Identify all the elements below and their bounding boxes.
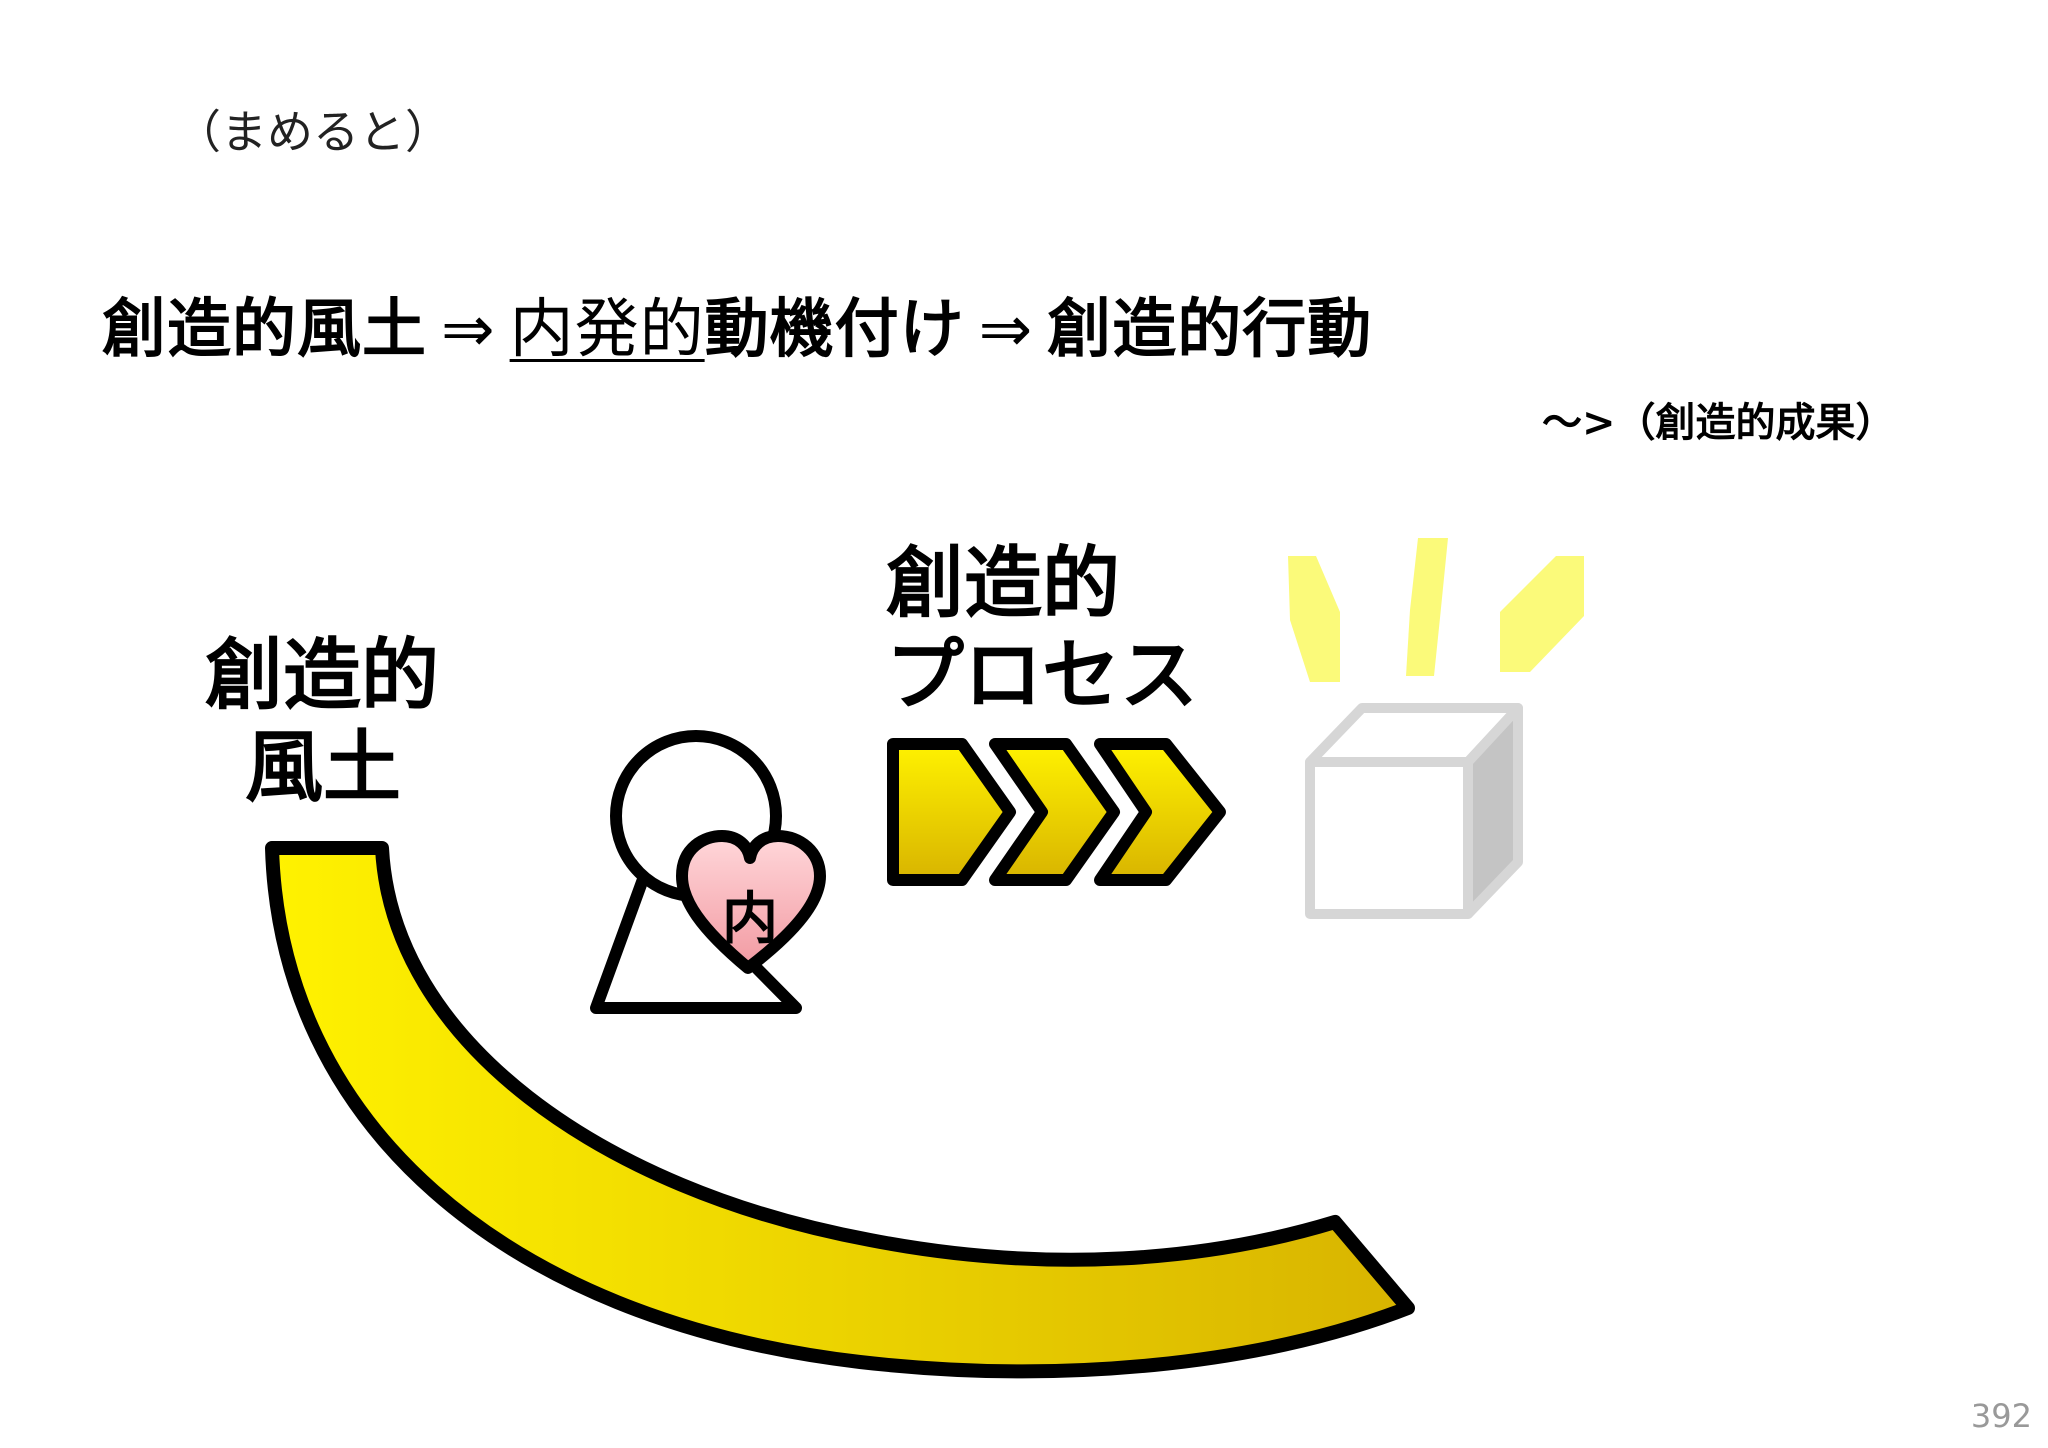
- light-ray-center: [1406, 538, 1448, 676]
- main-formula: 創造的風土⇒内発的動機付け⇒創造的行動: [102, 290, 1372, 370]
- formula-creative-action: 創造的行動: [1047, 293, 1373, 367]
- process-label-line1: 創造的: [886, 538, 1121, 629]
- formula-arrow-1: ⇒: [441, 293, 496, 367]
- light-ray-right: [1500, 556, 1584, 672]
- climate-arc-shape: [265, 841, 1415, 1379]
- page-number: 392: [1970, 1397, 2032, 1435]
- formula-intrinsic: 内発的: [509, 293, 705, 367]
- process-chevron-1: [887, 738, 1016, 886]
- outcome-box-front: [1305, 757, 1473, 919]
- light-ray-left: [1288, 556, 1340, 682]
- heart-label: 内: [722, 886, 778, 952]
- process-chevron-3: [1094, 738, 1226, 886]
- climate-label-line2: 風土: [245, 722, 402, 813]
- process-label-line2: プロセス: [886, 630, 1199, 721]
- creative-outcome-note: ～>（創造的成果）: [1542, 400, 1896, 446]
- formula-arrow-2: ⇒: [978, 293, 1034, 367]
- formula-creative-climate: 創造的風土: [102, 293, 427, 367]
- climate-label-line1: 創造的: [205, 630, 440, 721]
- heart-icon: [676, 830, 826, 974]
- process-chevron-2: [989, 738, 1120, 886]
- subtitle: （まめると）: [175, 105, 451, 159]
- formula-motivation: 動機付け: [704, 293, 965, 367]
